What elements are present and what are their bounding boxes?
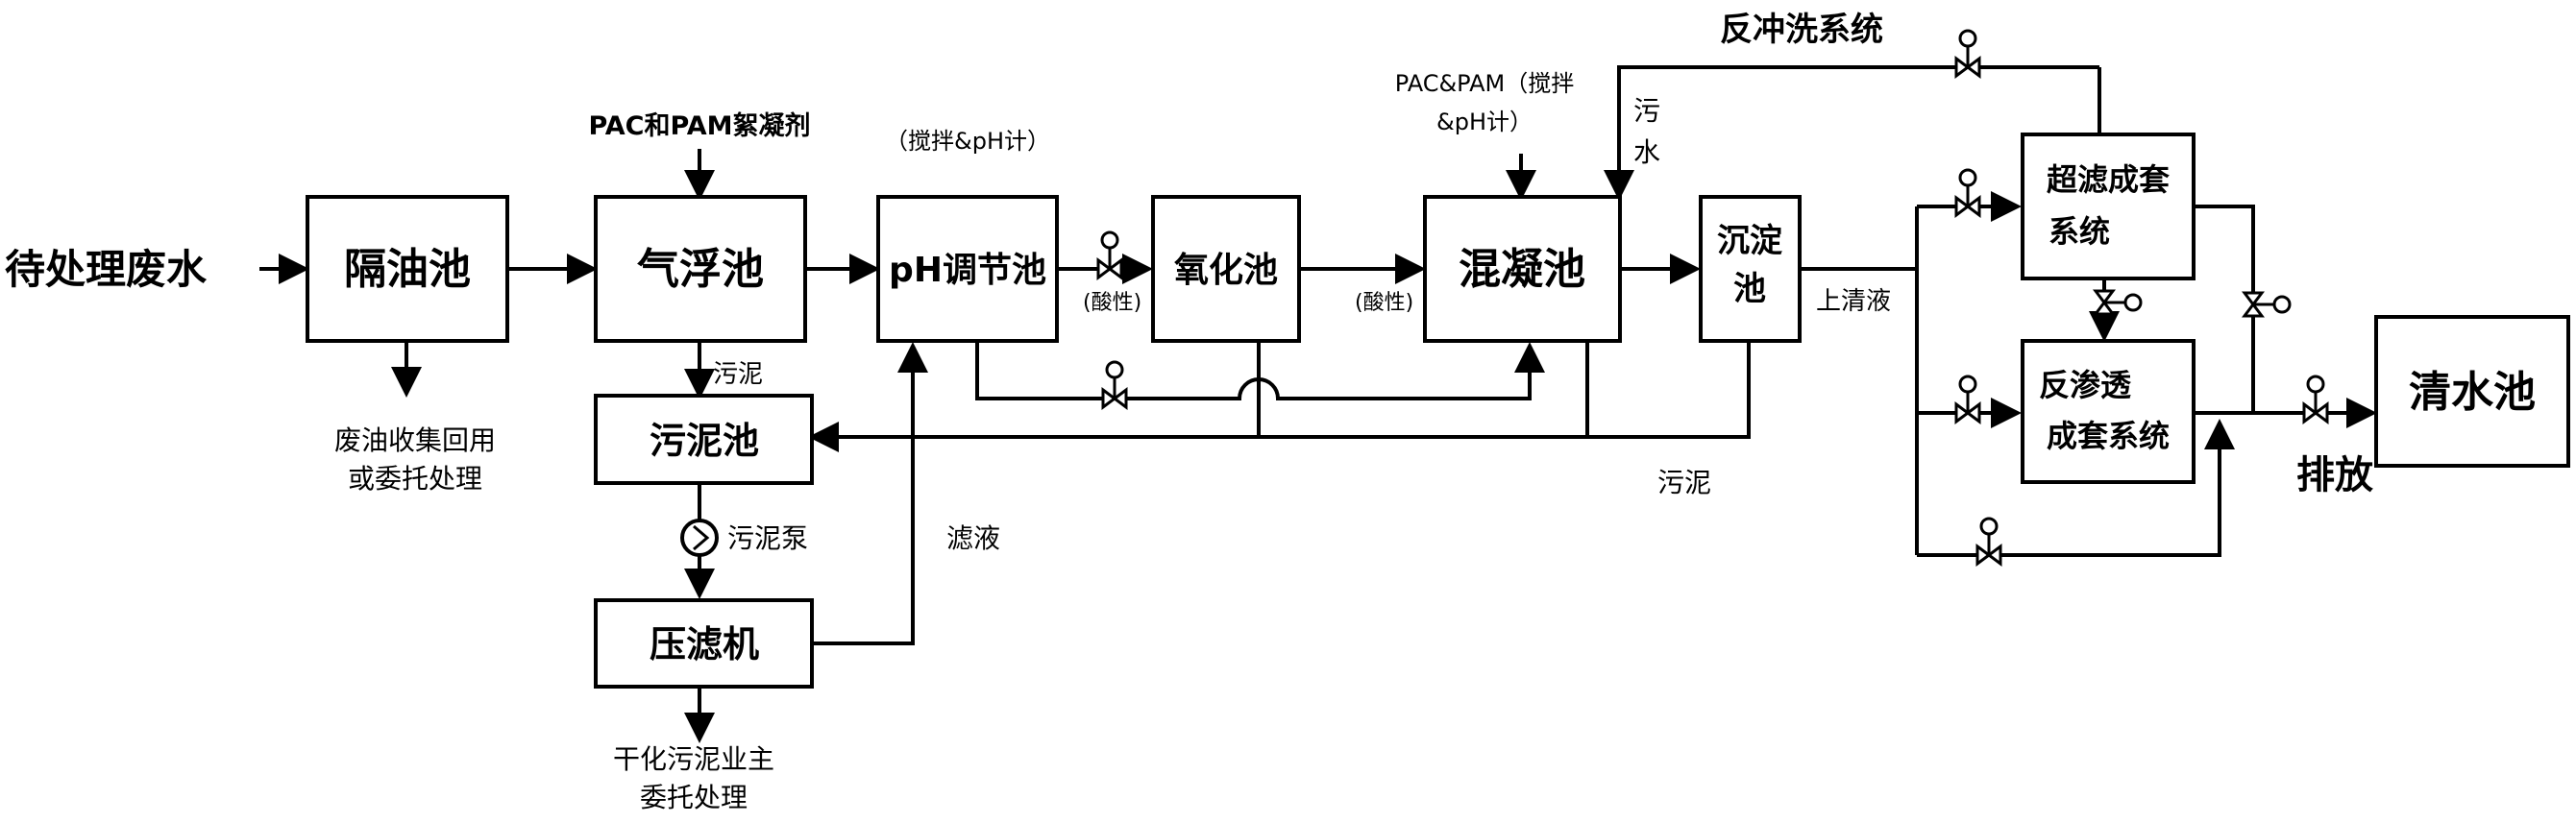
- dried-sludge-label-2: 委托处理: [640, 782, 748, 813]
- flow-backwash: [1604, 65, 2099, 201]
- filter-press-label: 压滤机: [650, 623, 759, 666]
- waste-oil-label-1: 废油收集回用: [334, 424, 496, 456]
- coagulation-label: 混凝池: [1459, 245, 1585, 294]
- ph-adjust-label: pH调节池: [889, 251, 1046, 290]
- input-label: 待处理废水: [5, 246, 208, 293]
- sludge-label-return: 污泥: [1657, 467, 1711, 498]
- discharge-label: 排放: [2296, 453, 2373, 497]
- sedimentation-label-2: 池: [1733, 270, 1766, 308]
- block-ultrafiltration: 超滤成套 系统: [2021, 133, 2196, 280]
- flow-recirculation: [975, 341, 1545, 400]
- sludge-pump-icon: [680, 519, 719, 557]
- waste-oil-label-2: 或委托处理: [348, 463, 482, 495]
- valve-uf-ro-icon: [2093, 289, 2143, 316]
- oil-separator-label: 隔油池: [344, 245, 471, 294]
- dried-sludge-label-1: 干化污泥业主: [613, 743, 774, 775]
- flow-sludge-return: [808, 341, 1751, 452]
- supernatant-label: 上清液: [1816, 287, 1891, 316]
- pac-pam-label-2: &pH计）: [1436, 109, 1533, 135]
- sedimentation-label-1: 沉淀: [1717, 222, 1782, 260]
- block-oil-separator: 隔油池: [306, 195, 509, 343]
- coagulant-label: PAC和PAM絮凝剂: [588, 110, 810, 141]
- filtrate-label: 滤液: [946, 522, 1000, 554]
- clear-water-label: 清水池: [2409, 368, 2536, 417]
- backwash-label: 反冲洗系统: [1720, 11, 1883, 49]
- valve-uf-outlet-icon: [2242, 291, 2292, 318]
- uf-label-2: 系统: [2049, 213, 2110, 250]
- block-air-flotation: 气浮池: [594, 195, 807, 343]
- block-sludge-tank: 污泥池: [594, 394, 814, 485]
- sludge-tank-label: 污泥池: [650, 420, 759, 462]
- block-sedimentation: 沉淀 池: [1699, 195, 1802, 343]
- stir-ph-label: （搅拌&pH计）: [885, 128, 1050, 155]
- sewage-label-2: 水: [1633, 136, 1660, 168]
- block-clear-water: 清水池: [2374, 315, 2570, 468]
- uf-label-1: 超滤成套: [2047, 161, 2170, 198]
- air-flotation-label: 气浮池: [637, 245, 764, 294]
- pac-pam-label-1: PAC&PAM（搅拌: [1395, 70, 1574, 97]
- block-reverse-osmosis: 反渗透 成套系统: [2021, 339, 2196, 484]
- acidic-label-2: (酸性): [1355, 291, 1413, 315]
- oxidation-label: 氧化池: [1174, 251, 1278, 290]
- ro-label-1: 反渗透: [2039, 367, 2131, 403]
- block-oxidation: 氧化池: [1151, 195, 1301, 343]
- sludge-label-flotation: 污泥: [713, 360, 763, 389]
- sewage-label-1: 污: [1633, 95, 1660, 127]
- block-coagulation: 混凝池: [1423, 195, 1622, 343]
- sludge-pump-label: 污泥泵: [727, 522, 808, 554]
- flow-uf-outlet: [2194, 205, 2255, 413]
- acidic-label-1: (酸性): [1083, 291, 1141, 315]
- flow-filtrate: [812, 342, 928, 645]
- block-filter-press: 压滤机: [594, 598, 814, 689]
- block-ph-adjust: pH调节池: [876, 195, 1059, 343]
- flow-lines: [259, 65, 2377, 743]
- ro-label-2: 成套系统: [2047, 418, 2170, 454]
- flow-bypass: [1917, 419, 2235, 557]
